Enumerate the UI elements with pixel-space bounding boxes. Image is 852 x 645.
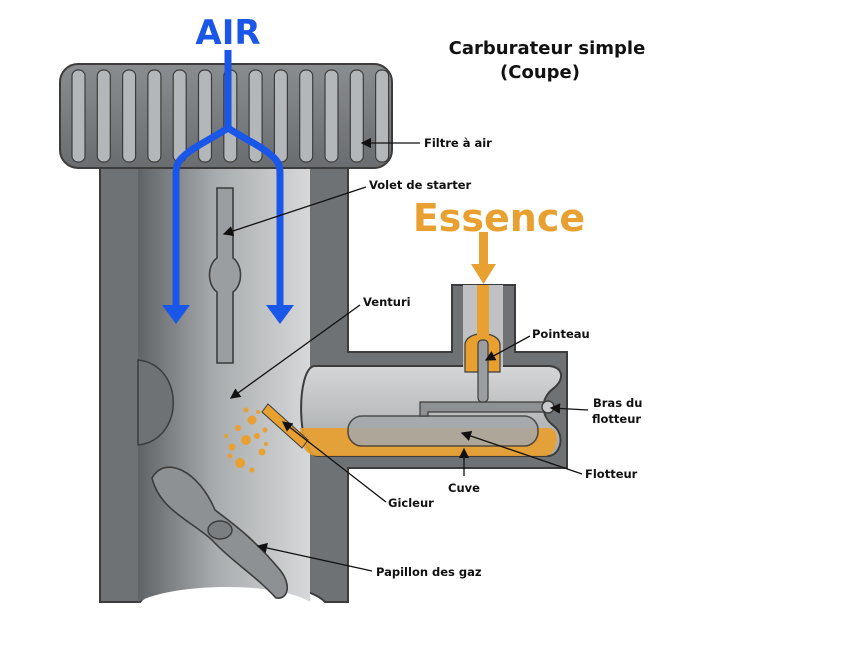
- diagram-title-line2: (Coupe): [500, 62, 580, 83]
- air-flow-arrows: [172, 50, 284, 305]
- air-arrowhead-right-icon: [266, 305, 294, 324]
- filter-slot: [349, 69, 364, 163]
- label-bras-line1: Bras du: [593, 396, 642, 410]
- essence-label: Essence: [413, 196, 585, 240]
- label-cuve: Cuve: [448, 481, 480, 495]
- label-bras-line2: flotteur: [592, 412, 641, 426]
- label-filtre: Filtre à air: [424, 136, 492, 150]
- label-venturi: Venturi: [363, 295, 411, 309]
- air-arrowheads: [162, 305, 294, 324]
- filter-slot: [147, 69, 162, 163]
- leader-lines: [222, 137, 589, 572]
- label-pointeau: Pointeau: [532, 327, 590, 341]
- fuel-inlet-stream: [477, 285, 489, 340]
- float: [347, 415, 539, 447]
- label-gicleur: Gicleur: [388, 496, 434, 510]
- fuel-droplets: [224, 407, 268, 473]
- filter-slot: [71, 69, 86, 163]
- label-papillon: Papillon des gaz: [376, 565, 482, 579]
- filter-slot: [96, 69, 111, 163]
- throttle-valve: [151, 466, 288, 599]
- filter-slots: [71, 69, 390, 163]
- needle: [477, 339, 489, 403]
- filter-slot: [172, 69, 187, 163]
- filter-slot: [375, 69, 390, 163]
- float-pivot: [541, 400, 555, 414]
- venturi-bump: [137, 359, 174, 446]
- fuel-arrowhead-icon: [471, 264, 496, 284]
- label-volet: Volet de starter: [369, 178, 472, 192]
- air-label: AIR: [195, 13, 260, 53]
- filter-slot: [121, 69, 137, 163]
- diagram-title-line1: Carburateur simple: [449, 38, 646, 59]
- filter-slot: [273, 69, 288, 163]
- fuel-inlet-arrow: [471, 232, 496, 284]
- part-labels: Filtre à air Volet de starter Venturi Po…: [363, 136, 642, 579]
- filter-slot: [324, 69, 339, 163]
- air-arrowhead-left-icon: [162, 305, 190, 324]
- filter-slot: [299, 69, 314, 163]
- float-assembly: [347, 339, 555, 447]
- label-flotteur: Flotteur: [585, 467, 638, 481]
